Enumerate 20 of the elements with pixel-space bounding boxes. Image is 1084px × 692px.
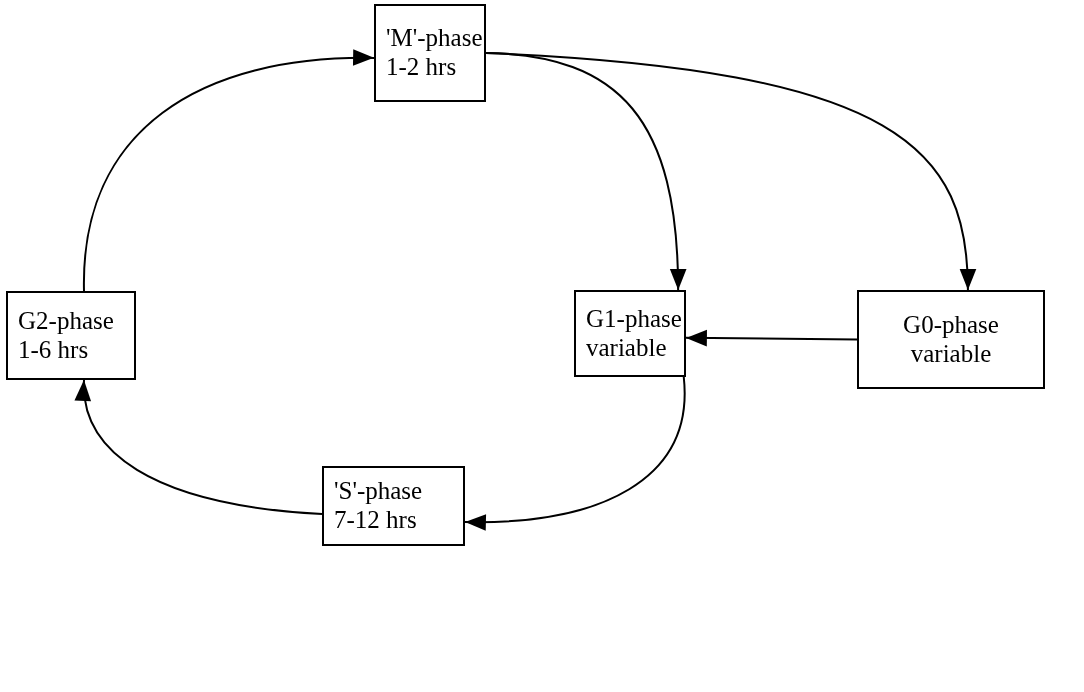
phase-duration: 1-6 hrs [18, 335, 89, 365]
phase-name: G0-phase [903, 310, 999, 340]
phase-box [6, 291, 136, 380]
phase-duration: variable [910, 339, 992, 369]
phase-box [322, 466, 465, 546]
phase-name: G2-phase [18, 306, 114, 336]
arrow [485, 52, 976, 291]
arrow [83, 50, 375, 292]
phase-duration: 7-12 hrs [334, 506, 417, 535]
phase-name: 'S'-phase [334, 477, 423, 506]
phase-duration: 1-2 hrs [386, 53, 457, 82]
arrow [685, 329, 858, 347]
phase-box [574, 290, 686, 377]
arrow [76, 379, 323, 515]
phase-box [857, 290, 1045, 389]
phase-name: 'M'-phase [386, 24, 483, 53]
phase-box [374, 4, 486, 102]
phase-duration: variable [586, 333, 667, 363]
phase-name: G1-phase [586, 304, 682, 334]
arrow [464, 376, 686, 531]
